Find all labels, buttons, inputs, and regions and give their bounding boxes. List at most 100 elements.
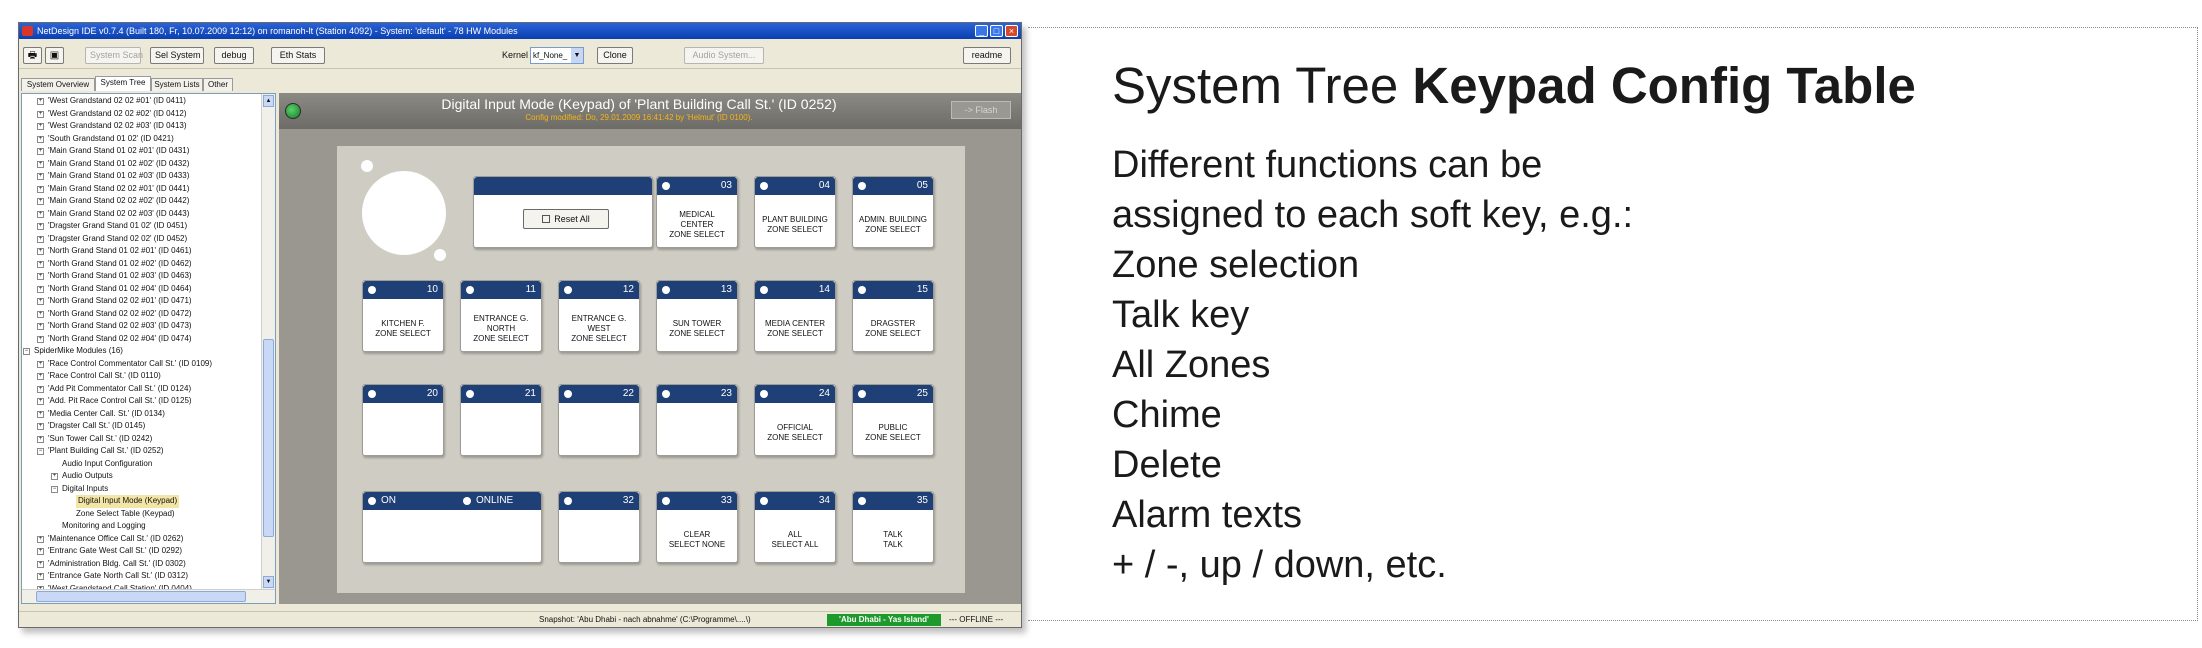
expand-icon[interactable]: + <box>37 398 44 405</box>
soft-key[interactable]: 21 <box>460 384 542 456</box>
tab-system-tree[interactable]: System Tree <box>95 76 151 91</box>
tree-item[interactable]: +'Dragster Grand Stand 01 02' (ID 0451) <box>22 220 260 233</box>
maximize-button[interactable]: □ <box>990 25 1003 37</box>
tree-item[interactable]: +'North Grand Stand 02 02 #02' (ID 0472) <box>22 308 260 321</box>
scroll-thumb[interactable] <box>36 591 246 602</box>
system-scan-button[interactable]: System Scan <box>85 47 143 64</box>
expand-icon[interactable]: + <box>37 185 44 193</box>
soft-key[interactable]: 22 <box>558 384 640 456</box>
tree-item[interactable]: +'Media Center Call. St.' (ID 0134) <box>22 408 260 421</box>
expand-icon[interactable]: + <box>37 198 44 205</box>
tree-item[interactable]: +'Main Grand Stand 01 02 #03' (ID 0433) <box>22 170 260 183</box>
expand-icon[interactable]: + <box>37 260 44 268</box>
tree-item[interactable]: Digital Input Mode (Keypad) <box>22 495 260 508</box>
camera-icon[interactable]: ▣ <box>45 47 64 64</box>
minimize-button[interactable]: _ <box>975 25 988 37</box>
eth-stats-button[interactable]: Eth Stats <box>271 47 325 64</box>
tree-item[interactable]: +Audio Outputs <box>22 470 260 483</box>
sel-system-button[interactable]: Sel System <box>150 47 204 64</box>
tree-item[interactable]: +'Main Grand Stand 01 02 #01' (ID 0431) <box>22 145 260 158</box>
tree-item[interactable]: +'Sun Tower Call St.' (ID 0242) <box>22 433 260 446</box>
expand-icon[interactable]: + <box>37 385 44 393</box>
expand-icon[interactable]: + <box>37 310 44 318</box>
expand-icon[interactable]: + <box>37 148 44 155</box>
tree-item[interactable]: +'North Grand Stand 01 02 #01' (ID 0461) <box>22 245 260 258</box>
soft-key[interactable]: 23 <box>656 384 738 456</box>
expand-icon[interactable]: + <box>37 160 44 168</box>
tree-item[interactable]: +'Race Control Commentator Call St.' (ID… <box>22 358 260 371</box>
tree-item[interactable]: +'Main Grand Stand 01 02 #02' (ID 0432) <box>22 158 260 171</box>
expand-icon[interactable]: + <box>37 323 44 330</box>
tree-item[interactable]: +'Dragster Call St.' (ID 0145) <box>22 420 260 433</box>
tree-item[interactable]: +'Maintenance Office Call St.' (ID 0262) <box>22 533 260 546</box>
tree-item[interactable]: +'Race Control Call St.' (ID 0110) <box>22 370 260 383</box>
tree-item[interactable]: Zone Select Table (Keypad) <box>22 508 260 521</box>
tree-item[interactable]: +'West Grandstand 02 02 #02' (ID 0412) <box>22 108 260 121</box>
tab-system-lists[interactable]: System Lists <box>151 78 203 91</box>
audio-system-button[interactable]: Audio System... <box>684 47 764 64</box>
tree-item[interactable]: −'Plant Building Call St.' (ID 0252) <box>22 445 260 458</box>
expand-icon[interactable]: + <box>37 123 44 130</box>
kernel-select[interactable]: kf_None_ ▼ <box>530 47 584 64</box>
reset-all-button[interactable]: Reset All <box>523 209 609 229</box>
scroll-up-icon[interactable]: ▲ <box>263 95 274 107</box>
expand-icon[interactable]: + <box>37 335 44 343</box>
expand-icon[interactable]: + <box>37 235 44 243</box>
tree-item[interactable]: +'South Grandstand 01 02' (ID 0421) <box>22 133 260 146</box>
tree-item[interactable]: +'North Grand Stand 01 02 #04' (ID 0464) <box>22 283 260 296</box>
tree-item[interactable]: −SpiderMike Modules (16) <box>22 345 260 358</box>
readme-button[interactable]: readme <box>963 47 1011 64</box>
expand-icon[interactable]: + <box>37 135 44 143</box>
tree-item[interactable]: +'North Grand Stand 01 02 #03' (ID 0463) <box>22 270 260 283</box>
tree-item[interactable]: +'Main Grand Stand 02 02 #02' (ID 0442) <box>22 195 260 208</box>
expand-icon[interactable]: + <box>37 535 44 543</box>
expand-icon[interactable]: + <box>37 248 44 255</box>
tree-item[interactable]: +'Main Grand Stand 02 02 #01' (ID 0441) <box>22 183 260 196</box>
collapse-icon[interactable]: − <box>23 348 30 355</box>
tree-item[interactable]: +'Dragster Grand Stand 02 02' (ID 0452) <box>22 233 260 246</box>
tree-item[interactable]: Monitoring and Logging <box>22 520 260 533</box>
tree-horizontal-scrollbar[interactable] <box>22 589 275 603</box>
expand-icon[interactable]: + <box>37 110 44 118</box>
scroll-down-icon[interactable]: ▼ <box>263 576 274 588</box>
soft-key[interactable]: 32 <box>558 491 640 563</box>
expand-icon[interactable]: + <box>37 435 44 443</box>
expand-icon[interactable]: + <box>37 548 44 555</box>
debug-button[interactable]: debug <box>214 47 254 64</box>
expand-icon[interactable]: + <box>37 373 44 380</box>
clone-button[interactable]: Clone <box>597 47 633 64</box>
tab-other[interactable]: Other <box>203 78 233 91</box>
soft-key[interactable]: 20 <box>362 384 444 456</box>
expand-icon[interactable]: + <box>51 473 58 480</box>
tree-item[interactable]: +'Main Grand Stand 02 02 #03' (ID 0443) <box>22 208 260 221</box>
tree-item[interactable]: +'West Grandstand 02 02 #03' (ID 0413) <box>22 120 260 133</box>
expand-icon[interactable]: + <box>37 560 44 568</box>
tree-vertical-scrollbar[interactable]: ▲ ▼ <box>261 94 275 589</box>
expand-icon[interactable]: + <box>37 298 44 305</box>
tree-item[interactable]: +'North Grand Stand 02 02 #04' (ID 0474) <box>22 333 260 346</box>
tree-item[interactable]: +'North Grand Stand 02 02 #03' (ID 0473) <box>22 320 260 333</box>
tab-system-overview[interactable]: System Overview <box>21 78 95 91</box>
expand-icon[interactable]: + <box>37 423 44 430</box>
expand-icon[interactable]: + <box>37 210 44 218</box>
collapse-icon[interactable]: − <box>37 448 44 455</box>
scroll-thumb[interactable] <box>263 339 274 537</box>
title-bar[interactable]: NetDesign IDE v0.7.4 (Built 180, Fr, 10.… <box>19 23 1021 39</box>
tree-item[interactable]: +'North Grand Stand 01 02 #02' (ID 0462) <box>22 258 260 271</box>
chevron-down-icon[interactable]: ▼ <box>571 48 583 63</box>
tree-item[interactable]: +'Add Pit Commentator Call St.' (ID 0124… <box>22 383 260 396</box>
tree-item[interactable]: +'Entrance Gate North Call St.' (ID 0312… <box>22 570 260 583</box>
expand-icon[interactable]: + <box>37 223 44 230</box>
collapse-icon[interactable]: − <box>51 485 58 493</box>
